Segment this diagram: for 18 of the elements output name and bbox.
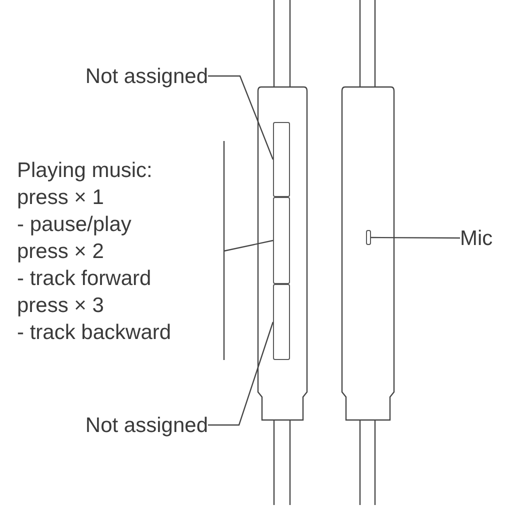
- button-outline: [273, 197, 290, 284]
- label-text: Playing music:: [17, 158, 152, 184]
- leader-line: [371, 236, 460, 239]
- button-outline: [273, 122, 290, 197]
- label-text: press × 2: [17, 238, 104, 264]
- leader-line: [224, 240, 274, 252]
- label-text: Not assigned: [85, 64, 208, 90]
- label-text: press × 3: [17, 292, 104, 318]
- label-text: press × 1: [17, 184, 104, 210]
- label-text: Mic: [460, 226, 493, 252]
- label-text: - track backward: [17, 320, 172, 346]
- button-outline: [273, 284, 290, 360]
- leader-line: [208, 322, 274, 426]
- label-text: - pause/play: [17, 212, 132, 238]
- label-text: Not assigned: [85, 412, 208, 438]
- leader-line: [208, 75, 274, 160]
- button-outline: [366, 230, 371, 245]
- label-text: - track forward: [17, 266, 152, 292]
